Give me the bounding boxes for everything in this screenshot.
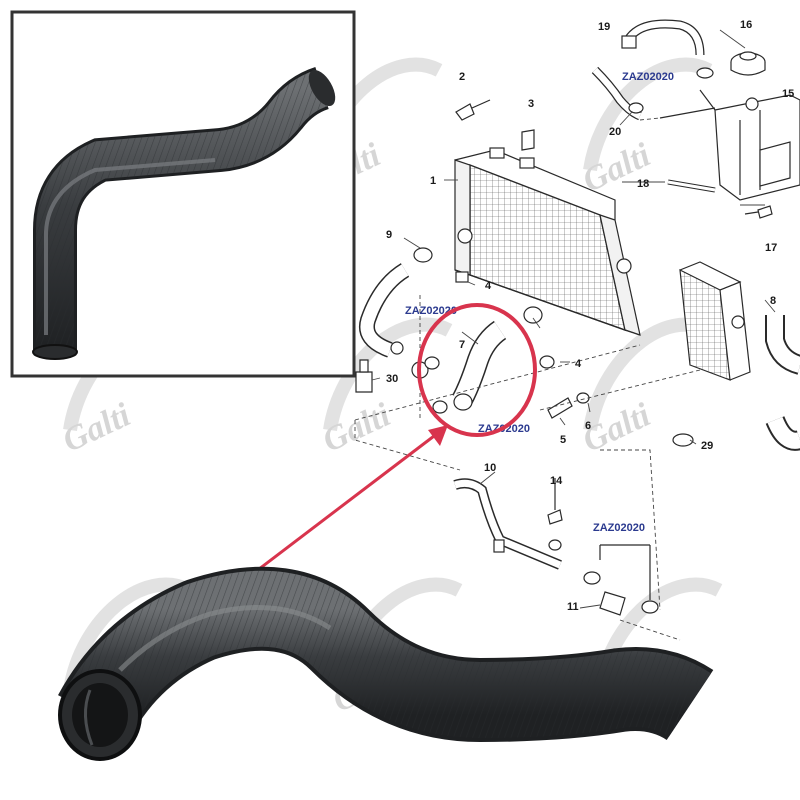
- part-label-14: 14: [550, 475, 563, 487]
- part-label-30: 30: [386, 373, 398, 385]
- expansion-tank: [714, 94, 800, 201]
- part-label-16: 16: [740, 19, 752, 31]
- coolant-hose-photo: [32, 67, 336, 360]
- part-label-18: 18: [637, 178, 649, 190]
- part-label-5: 5: [560, 434, 566, 446]
- diagram-lineart: [354, 19, 800, 641]
- part-label-3: 3: [528, 98, 534, 110]
- part-label-19: 19: [598, 21, 610, 33]
- part-label-11: 11: [567, 601, 579, 613]
- part-label-8: 8: [770, 295, 776, 307]
- part-label-2: 2: [459, 71, 465, 83]
- highlight-circle: [417, 303, 537, 437]
- part-code-label: ZAZ02020: [593, 522, 645, 534]
- part-label-17: 17: [765, 242, 777, 254]
- part-label-9: 9: [386, 229, 392, 241]
- coolant-hose-photo-large: [58, 566, 714, 761]
- part-label-7: 7: [459, 339, 465, 351]
- part-label-4b: 4: [575, 358, 582, 370]
- radiator: [454, 147, 641, 336]
- part-label-4: 4: [485, 280, 492, 292]
- part-label-15: 15: [782, 88, 794, 100]
- part-code-label: ZAZ02020: [622, 71, 674, 83]
- inset-photo: [10, 10, 356, 378]
- part-label-1: 1: [430, 175, 436, 187]
- secondary-radiator: [679, 261, 751, 381]
- radiator-cap: [730, 51, 766, 76]
- part-label-10: 10: [484, 462, 496, 474]
- part-label-6: 6: [585, 420, 591, 432]
- part-label-29: 29: [701, 440, 713, 452]
- pointer-arrow: [237, 425, 448, 587]
- part-label-20: 20: [609, 126, 621, 138]
